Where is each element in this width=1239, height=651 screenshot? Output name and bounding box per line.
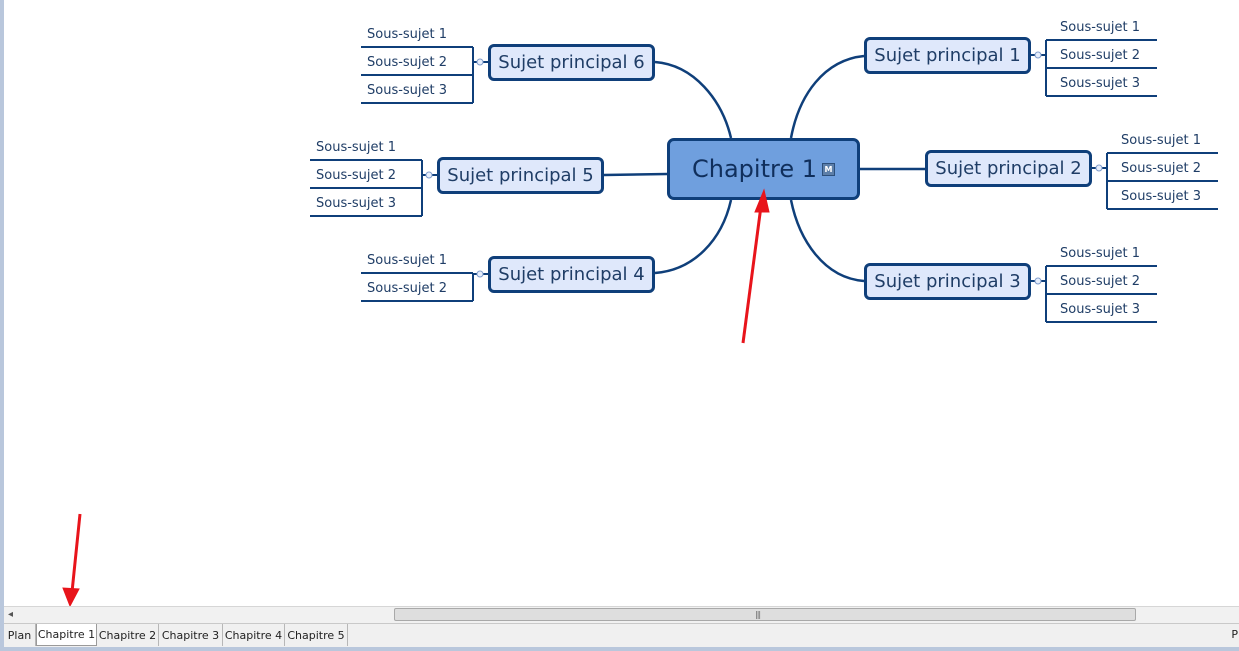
collapse-handle-icon [425,171,433,179]
main-topic-label: Sujet principal 4 [498,264,645,285]
collapse-handle-icon [1095,164,1103,172]
annotation-arrowhead-icon [754,188,770,213]
tab-plan[interactable]: Plan [4,624,36,646]
main-topic-1[interactable]: Sujet principal 1 [864,37,1031,74]
subtopic[interactable]: Sous-sujet 2 [367,54,448,70]
mindmap-canvas[interactable]: Chapitre 1 M Sujet principal 1 Sujet pri… [4,0,1239,606]
subtopic[interactable]: Sous-sujet 3 [1060,301,1141,317]
main-topic-2[interactable]: Sujet principal 2 [925,150,1092,187]
subtopic[interactable]: Sous-sujet 1 [1060,245,1141,261]
status-text-right: P [1231,628,1238,641]
tab-chapitre-4[interactable]: Chapitre 4 [223,624,285,646]
subtopic[interactable]: Sous-sujet 3 [1121,188,1202,204]
collapse-handle-icon [1034,277,1042,285]
collapse-handle-icon [476,58,484,66]
horizontal-scrollbar[interactable]: ◂ ||| [4,606,1239,623]
subtopic[interactable]: Sous-sujet 3 [1060,75,1141,91]
main-topic-4[interactable]: Sujet principal 4 [488,256,655,293]
sheet-tab-bar: Plan Chapitre 1 Chapitre 2 Chapitre 3 Ch… [4,623,1239,647]
annotation-arrows [62,188,770,606]
subtopic[interactable]: Sous-sujet 1 [1060,19,1141,35]
subtopic[interactable]: Sous-sujet 1 [1121,132,1202,148]
main-topic-label: Sujet principal 5 [447,165,594,186]
link-main-1 [789,54,865,139]
subtopic[interactable]: Sous-sujet 1 [316,139,397,155]
subtopic[interactable]: Sous-sujet 2 [316,167,397,183]
main-topic-label: Sujet principal 1 [874,45,1021,66]
annotation-arrowhead-icon [62,587,80,606]
main-topic-5[interactable]: Sujet principal 5 [437,157,604,194]
subtopic[interactable]: Sous-sujet 3 [367,82,448,98]
main-topic-6[interactable]: Sujet principal 6 [488,44,655,81]
tab-chapitre-2[interactable]: Chapitre 2 [97,624,159,646]
connector-lines [310,39,1218,323]
main-topic-label: Sujet principal 2 [935,158,1082,179]
grip-icon: ||| [755,610,761,619]
subtopic[interactable]: Sous-sujet 3 [316,195,397,211]
link-main-3 [789,199,865,283]
link-main-4 [654,199,733,275]
tab-chapitre-3[interactable]: Chapitre 3 [159,624,223,646]
subtopic[interactable]: Sous-sujet 2 [367,280,448,296]
window-frame-bottom [0,647,1239,651]
link-main-6 [654,60,733,139]
tab-chapitre-1[interactable]: Chapitre 1 [36,624,97,646]
collapse-handle-icon [1034,51,1042,59]
window-frame-left [0,0,4,651]
annotation-arrow-line [741,205,763,344]
main-topic-3[interactable]: Sujet principal 3 [864,263,1031,300]
subtopic[interactable]: Sous-sujet 1 [367,26,448,42]
scrollbar-thumb[interactable]: ||| [394,608,1136,621]
triangle-left-icon[interactable]: ◂ [8,609,14,620]
subtopic[interactable]: Sous-sujet 2 [1060,47,1141,63]
collapse-handle-icon [476,270,484,278]
annotation-arrow-line [70,513,82,593]
main-topic-label: Sujet principal 3 [874,271,1021,292]
main-topic-label: Sujet principal 6 [498,52,645,73]
tab-chapitre-5[interactable]: Chapitre 5 [285,624,348,646]
subtopic[interactable]: Sous-sujet 2 [1121,160,1202,176]
marker-icon: M [822,162,835,176]
central-topic-label: Chapitre 1 [692,155,817,183]
subtopic[interactable]: Sous-sujet 1 [367,252,448,268]
subtopic[interactable]: Sous-sujet 2 [1060,273,1141,289]
link-main-5 [603,172,668,177]
